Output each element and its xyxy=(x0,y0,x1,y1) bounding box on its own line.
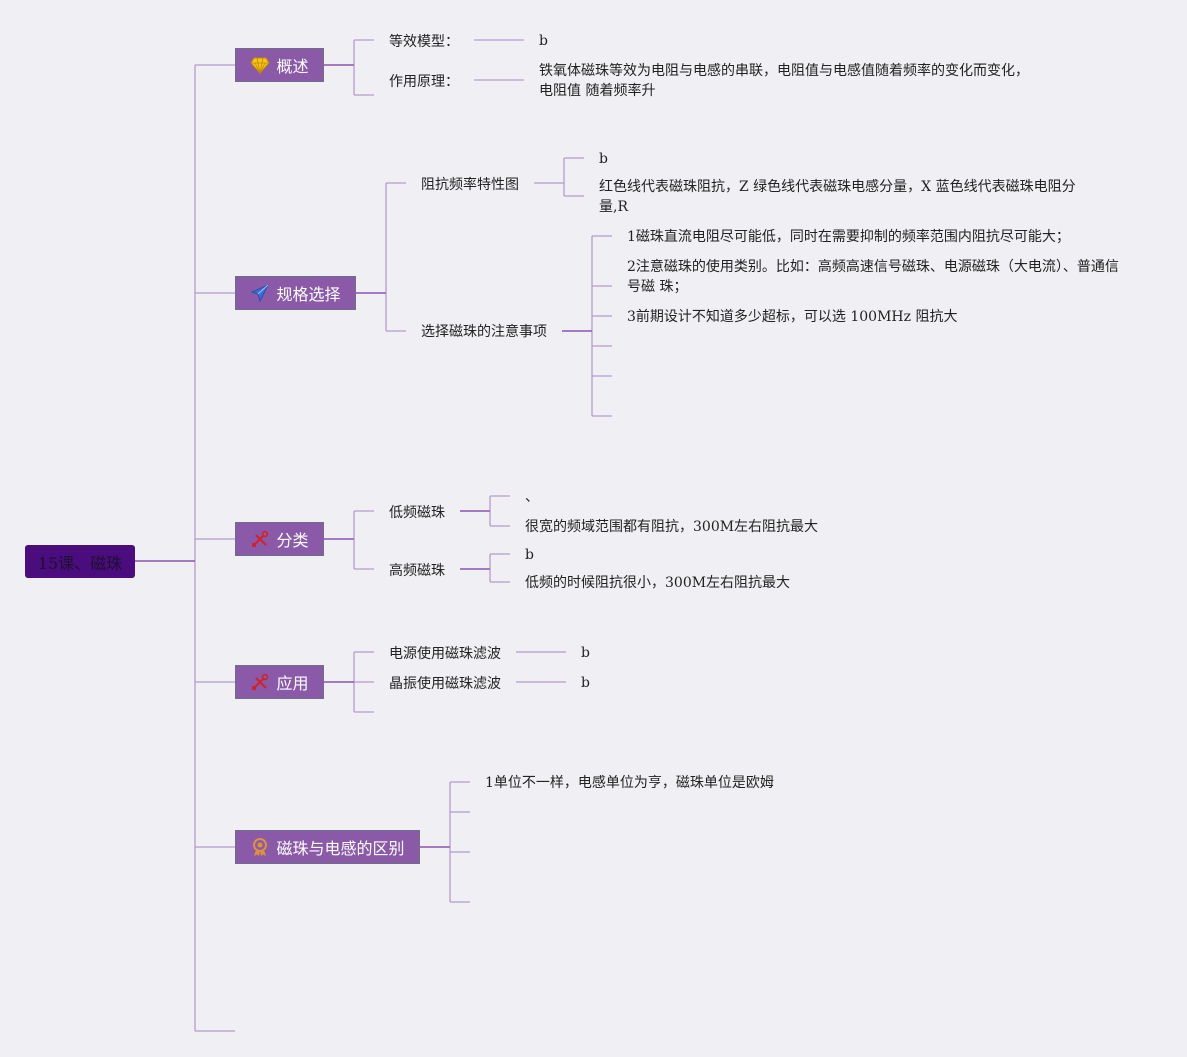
diamond-icon xyxy=(250,57,271,74)
category-low-value-1: 、 xyxy=(525,489,539,505)
category-low-frequency[interactable]: 低频磁珠 xyxy=(389,505,445,521)
overview-item-model[interactable]: 等效模型： xyxy=(389,34,459,50)
spec-note-2: 2注意磁珠的使用类别。比如：高频高速信号磁珠、电源磁珠（大电流）、普通信号磁 珠… xyxy=(627,259,1119,295)
application-power-filter-value: b xyxy=(581,645,590,661)
category-high-value-2: 低频的时候阻抗很小，300M左右阻抗最大 xyxy=(525,575,791,591)
overview-item-principle-value: 铁氧体磁珠等效为电阻与电感的串联，电阻值与电感值随着频率的变化而变化，电阻值 随… xyxy=(539,63,1029,99)
overview-item-model-value: b xyxy=(539,33,548,49)
application-power-filter[interactable]: 电源使用磁珠滤波 xyxy=(389,646,501,662)
spec-note-1: 1磁珠直流电阻尽可能低，同时在需要抑制的频率范围内阻抗尽可能大； xyxy=(627,229,1070,245)
topic-spec[interactable]: 规格选择 xyxy=(235,276,356,310)
topic-overview[interactable]: 概述 xyxy=(235,48,324,82)
topic-category-label: 分类 xyxy=(276,531,309,550)
paper-plane-icon xyxy=(251,283,270,303)
category-high-value-1: b xyxy=(525,547,534,563)
application-crystal-filter[interactable]: 晶振使用磁珠滤波 xyxy=(389,676,501,692)
topic-category[interactable]: 分类 xyxy=(235,522,324,556)
award-icon xyxy=(253,838,268,856)
spec-note-3: 3前期设计不知道多少超标，可以选 100MHz 阻抗大 xyxy=(627,309,958,325)
tools-icon xyxy=(252,530,269,547)
spec-impedance-value-1: b xyxy=(599,151,608,167)
topic-difference[interactable]: 磁珠与电感的区别 xyxy=(235,830,420,864)
topic-difference-label: 磁珠与电感的区别 xyxy=(276,839,405,858)
application-crystal-filter-value: b xyxy=(581,675,590,691)
difference-value-1: 1单位不一样，电感单位为亨，磁珠单位是欧姆 xyxy=(485,775,774,791)
spec-notes[interactable]: 选择磁珠的注意事项 xyxy=(421,324,547,340)
category-high-frequency[interactable]: 高频磁珠 xyxy=(389,563,445,579)
category-low-value-2: 很宽的频域范围都有阻抗，300M左右阻抗最大 xyxy=(525,519,819,535)
root-label: 15课、磁珠 xyxy=(37,553,123,573)
topic-overview-label: 概述 xyxy=(276,57,309,76)
topic-application-label: 应用 xyxy=(276,674,309,693)
overview-item-principle[interactable]: 作用原理： xyxy=(389,74,459,90)
spec-impedance-chart[interactable]: 阻抗频率特性图 xyxy=(421,177,519,193)
topic-application[interactable]: 应用 xyxy=(235,665,324,699)
spec-impedance-value-2: 红色线代表磁珠阻抗，Z 绿色线代表磁珠电感分量，X 蓝色线代表磁珠电阻分量,R xyxy=(599,179,1076,215)
topic-spec-label: 规格选择 xyxy=(276,285,341,304)
root-topic[interactable]: 15课、磁珠 xyxy=(25,545,135,578)
tools-icon xyxy=(252,673,269,690)
